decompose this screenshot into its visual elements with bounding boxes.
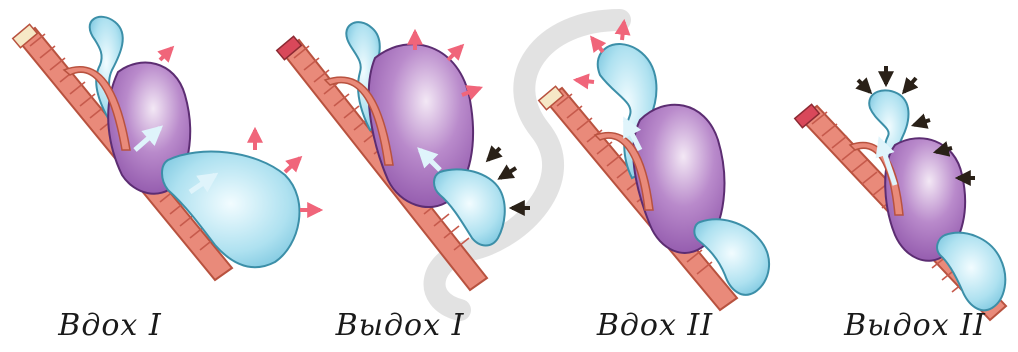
panel-inhale-1 [13,17,320,280]
black-arrow-icon [904,78,916,92]
caption-inhale-2: Вдох II [597,308,713,343]
caption-inhale-1: Вдох I [58,308,161,343]
caption-exhale-1: Выдох I [336,308,465,343]
black-arrow-icon [858,80,870,92]
panel-inhale-2 [539,22,769,310]
red-arrow-icon [160,48,172,60]
black-arrow-icon [914,120,930,125]
black-arrow-icon [500,168,516,178]
caption-exhale-2: Выдох II [844,308,986,343]
red-arrow-icon [576,80,594,82]
red-arrow-icon [448,46,462,60]
red-arrow-icon [285,158,300,172]
black-arrow-icon [488,148,500,160]
red-arrow-icon [592,38,603,52]
panel-exhale-2 [795,66,1006,320]
red-arrow-icon [622,22,624,40]
